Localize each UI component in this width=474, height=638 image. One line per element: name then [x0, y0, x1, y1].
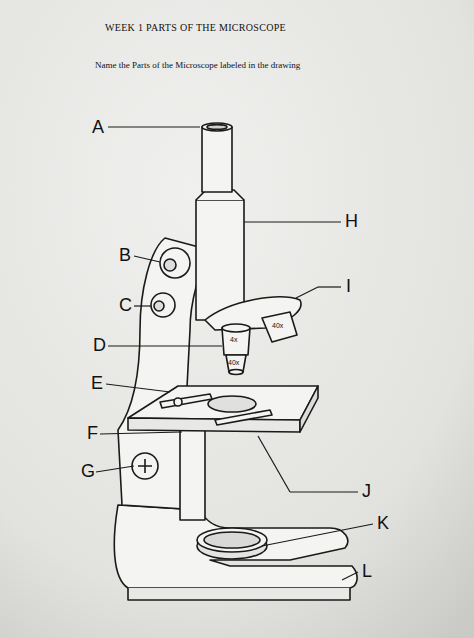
callout-letter: I [346, 276, 351, 297]
instruction-text: Name the Parts of the Microscope labeled… [95, 60, 300, 70]
callout-letter: A [92, 117, 104, 138]
callout-letter: K [377, 513, 389, 534]
callout-letter: B [119, 245, 131, 266]
callout-letter: G [81, 461, 95, 482]
magnification-text: 40x [228, 359, 239, 367]
magnification-text: 4x [230, 336, 237, 344]
callout-letter: C [119, 295, 132, 316]
callout-letter: H [345, 211, 358, 232]
callout-letter: J [362, 481, 371, 502]
callout-letter: F [87, 423, 98, 444]
callout-letter: D [93, 335, 106, 356]
magnification-text: 40x [272, 322, 283, 330]
callout-letter: E [91, 373, 103, 394]
callout-letter: L [362, 561, 372, 582]
worksheet-title: WEEK 1 PARTS OF THE MICROSCOPE [105, 22, 286, 34]
